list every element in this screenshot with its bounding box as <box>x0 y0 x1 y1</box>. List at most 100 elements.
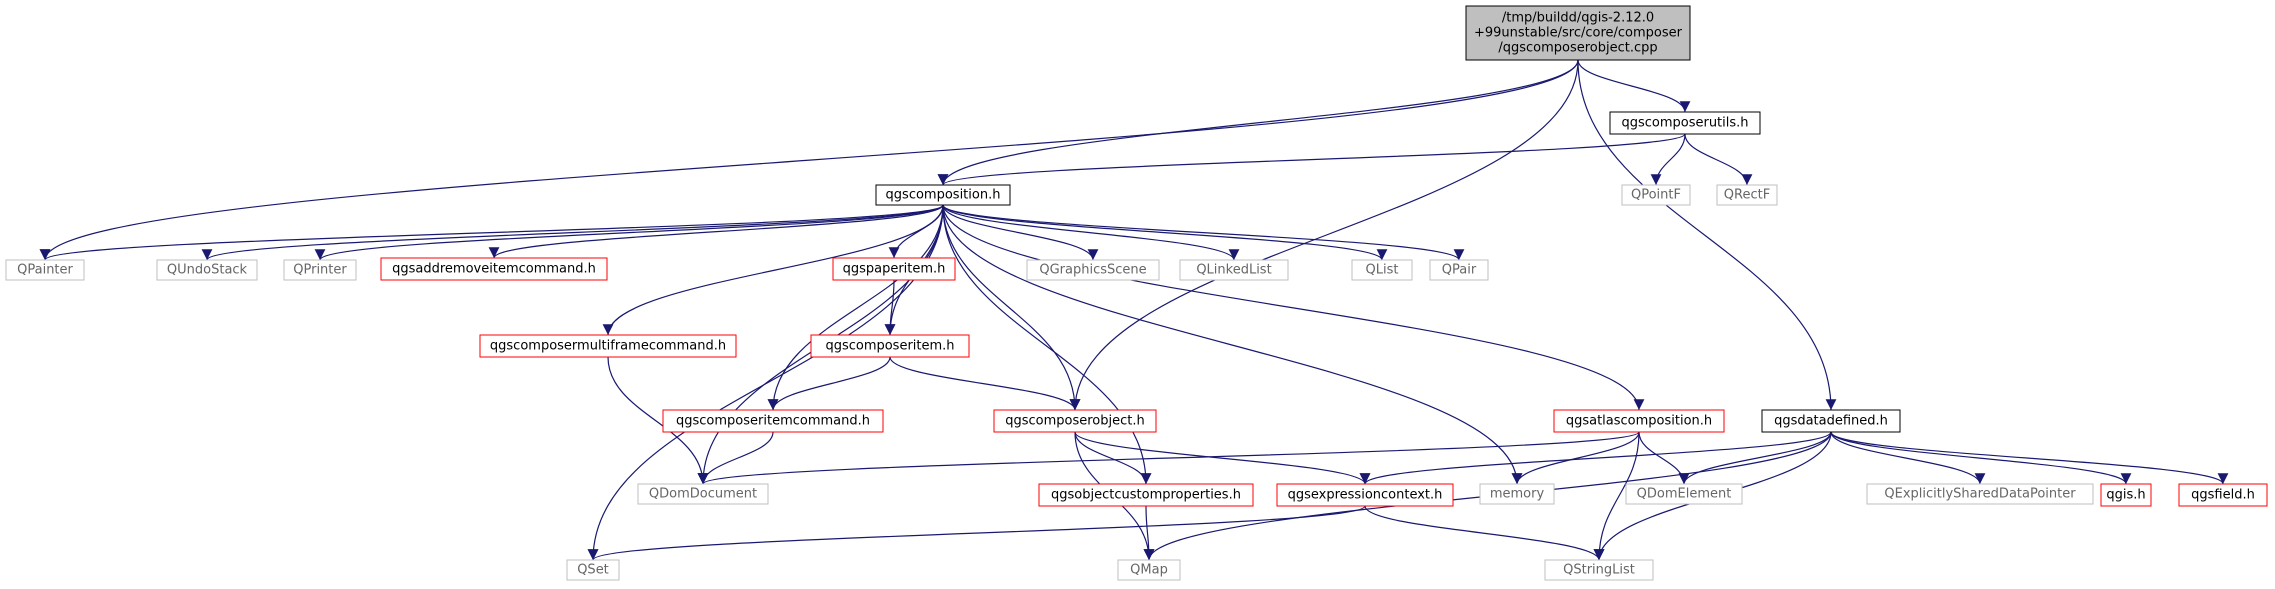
edge-qgscomposeritem-to-qgscomposerobject <box>889 356 1081 411</box>
edge-qgsatlascomposition-to-qdomdocument <box>698 431 1640 485</box>
node-box-qstringlist <box>1544 559 1654 581</box>
edges-layer <box>39 59 2229 561</box>
node-box-qmap <box>1117 559 1181 581</box>
node-qgscomposeritemcommand[interactable]: qgscomposeritemcommand.h <box>662 409 884 433</box>
edge-root-to-qgscomposition <box>937 59 1579 186</box>
edge-qgscomposition-to-qlist <box>942 204 1388 261</box>
node-qgspaperitem[interactable]: qgspaperitem.h <box>832 257 956 281</box>
edge-qgsexpressioncontext-to-qset <box>587 505 1366 561</box>
node-label-qgscomposition: qgscomposition.h <box>886 188 1001 203</box>
node-box-qgraphicsscene <box>1026 259 1160 281</box>
node-box-qgis <box>2100 483 2152 507</box>
node-label-qrectf: QRectF <box>1724 188 1770 203</box>
edge-qgscomposition-to-memory <box>942 204 1523 485</box>
node-qgraphicsscene: QGraphicsScene <box>1026 259 1160 281</box>
node-qgsaddremove[interactable]: qgsaddremoveitemcommand.h <box>380 257 608 281</box>
node-qpainter: QPainter <box>5 259 85 281</box>
node-qset: QSet <box>566 559 620 581</box>
edge-qgsdatadefined-to-qgsfield <box>1830 431 2229 485</box>
node-qgsdatadefined[interactable]: qgsdatadefined.h <box>1761 409 1901 433</box>
node-qstringlist: QStringList <box>1544 559 1654 581</box>
node-qgsobjectcustomproperties[interactable]: qgsobjectcustomproperties.h <box>1038 483 1254 507</box>
node-label-qgscomposeritem: qgscomposeritem.h <box>825 339 954 354</box>
edge-root-to-qpainter <box>39 59 1579 261</box>
node-label-qgscomposeritemcommand: qgscomposeritemcommand.h <box>676 414 870 429</box>
edge-qgscomposerobject-to-qgsexpressioncontext <box>1074 431 1371 485</box>
node-label-qlist: QList <box>1366 263 1399 278</box>
node-label-qundostack: QUndoStack <box>167 263 248 278</box>
node-qgscomposerutils[interactable]: qgscomposerutils.h <box>1609 111 1761 135</box>
node-qpair: QPair <box>1429 259 1489 281</box>
node-label-qgscomposerutils: qgscomposerutils.h <box>1621 116 1748 131</box>
node-box-qdomelement <box>1625 483 1743 505</box>
node-label-memory: memory <box>1490 487 1545 502</box>
node-box-qgscomposition <box>875 184 1011 206</box>
node-box-qpair <box>1429 259 1489 281</box>
node-memory: memory <box>1479 483 1555 505</box>
node-box-qgsaddremove <box>380 257 608 281</box>
edge-qgsdatadefined-to-qgis <box>1830 431 2132 485</box>
edge-qgsdatadefined-to-qgsexpressioncontext <box>1359 431 1832 485</box>
node-qgsatlascomposition[interactable]: qgsatlascomposition.h <box>1553 409 1725 433</box>
nodes-layer: /tmp/buildd/qgis-2.12.0+99unstable/src/c… <box>5 5 2268 581</box>
node-box-qundostack <box>156 259 258 281</box>
edge-qgsatlascomposition-to-memory <box>1511 431 1640 485</box>
node-qgsexpressioncontext[interactable]: qgsexpressioncontext.h <box>1276 483 1454 507</box>
node-box-qrectf <box>1716 184 1778 206</box>
node-qgscomposeritem[interactable]: qgscomposeritem.h <box>810 334 970 358</box>
edge-qgscomposition-to-qgscomposerobject <box>942 204 1081 411</box>
node-qlist: QList <box>1351 259 1413 281</box>
edge-qgsexpressioncontext-to-qstringlist <box>1364 505 1605 561</box>
edge-root-to-qgscomposerobject <box>1069 59 1579 411</box>
node-label-qgscomposerobject: qgscomposerobject.h <box>1005 414 1145 429</box>
node-qgscomposermultiframecommand[interactable]: qgscomposermultiframecommand.h <box>479 334 737 358</box>
node-label-qgsexpressioncontext: qgsexpressioncontext.h <box>1288 488 1443 503</box>
edge-qgscomposition-to-qgscomposeritemcommand <box>767 204 944 411</box>
node-qundostack: QUndoStack <box>156 259 258 281</box>
node-box-root <box>1465 5 1691 61</box>
node-label-qmap: QMap <box>1130 563 1168 578</box>
node-label-qgscomposermultiframecommand: qgscomposermultiframecommand.h <box>490 339 726 354</box>
edge-qgsatlascomposition-to-qstringlist <box>1593 431 1640 561</box>
node-box-qpointf <box>1621 184 1691 206</box>
node-root[interactable]: /tmp/buildd/qgis-2.12.0+99unstable/src/c… <box>1465 5 1691 61</box>
node-qgis[interactable]: qgis.h <box>2100 483 2152 507</box>
node-label-qset: QSet <box>577 563 609 578</box>
edge-qgscomposition-to-qundostack <box>201 204 944 261</box>
edge-qgscomposerutils-to-qpointf <box>1650 133 1686 186</box>
node-box-qgscomposerutils <box>1609 111 1761 135</box>
node-label-root: /tmp/buildd/qgis-2.12.0 <box>1502 11 1654 26</box>
node-label-qprinter: QPrinter <box>293 263 347 278</box>
node-qexplicitlyshareddatapointer: QExplicitlySharedDataPointer <box>1866 483 2094 505</box>
node-box-qgscomposeritemcommand <box>662 409 884 433</box>
node-qlinkedlist: QLinkedList <box>1179 259 1289 281</box>
node-qpointf: QPointF <box>1621 184 1691 206</box>
node-box-qgscomposerobject <box>993 409 1157 433</box>
node-box-qgsexpressioncontext <box>1276 483 1454 507</box>
node-label-qgis: qgis.h <box>2106 488 2145 503</box>
node-qrectf: QRectF <box>1716 184 1778 206</box>
node-label-root: +99unstable/src/core/composer <box>1474 26 1683 41</box>
node-label-qdomelement: QDomElement <box>1637 487 1732 502</box>
node-label-qgsobjectcustomproperties: qgsobjectcustomproperties.h <box>1051 488 1241 503</box>
node-qprinter: QPrinter <box>283 259 357 281</box>
edge-qgscomposerutils-to-qgscomposition <box>937 133 1686 186</box>
node-label-qpair: QPair <box>1442 263 1477 278</box>
edge-root-to-qgscomposerutils <box>1577 59 1691 113</box>
edge-qgscomposition-to-qpair <box>942 204 1465 261</box>
node-box-qdomdocument <box>637 483 769 505</box>
node-label-qgraphicsscene: QGraphicsScene <box>1039 263 1146 278</box>
node-label-qexplicitlyshareddatapointer: QExplicitlySharedDataPointer <box>1884 487 2076 502</box>
node-box-qgscomposermultiframecommand <box>479 334 737 358</box>
node-box-qgscomposeritem <box>810 334 970 358</box>
node-qgscomposition[interactable]: qgscomposition.h <box>875 184 1011 206</box>
edge-root-to-qgsdatadefined <box>1577 59 1837 411</box>
node-qgscomposerobject[interactable]: qgscomposerobject.h <box>993 409 1157 433</box>
edge-qgscomposition-to-qgraphicsscene <box>942 204 1099 261</box>
node-qgsfield[interactable]: qgsfield.h <box>2178 483 2268 507</box>
edge-qgscomposition-to-qpainter <box>39 204 944 261</box>
node-box-qprinter <box>283 259 357 281</box>
node-box-memory <box>1479 483 1555 505</box>
node-label-qpointf: QPointF <box>1631 188 1681 203</box>
